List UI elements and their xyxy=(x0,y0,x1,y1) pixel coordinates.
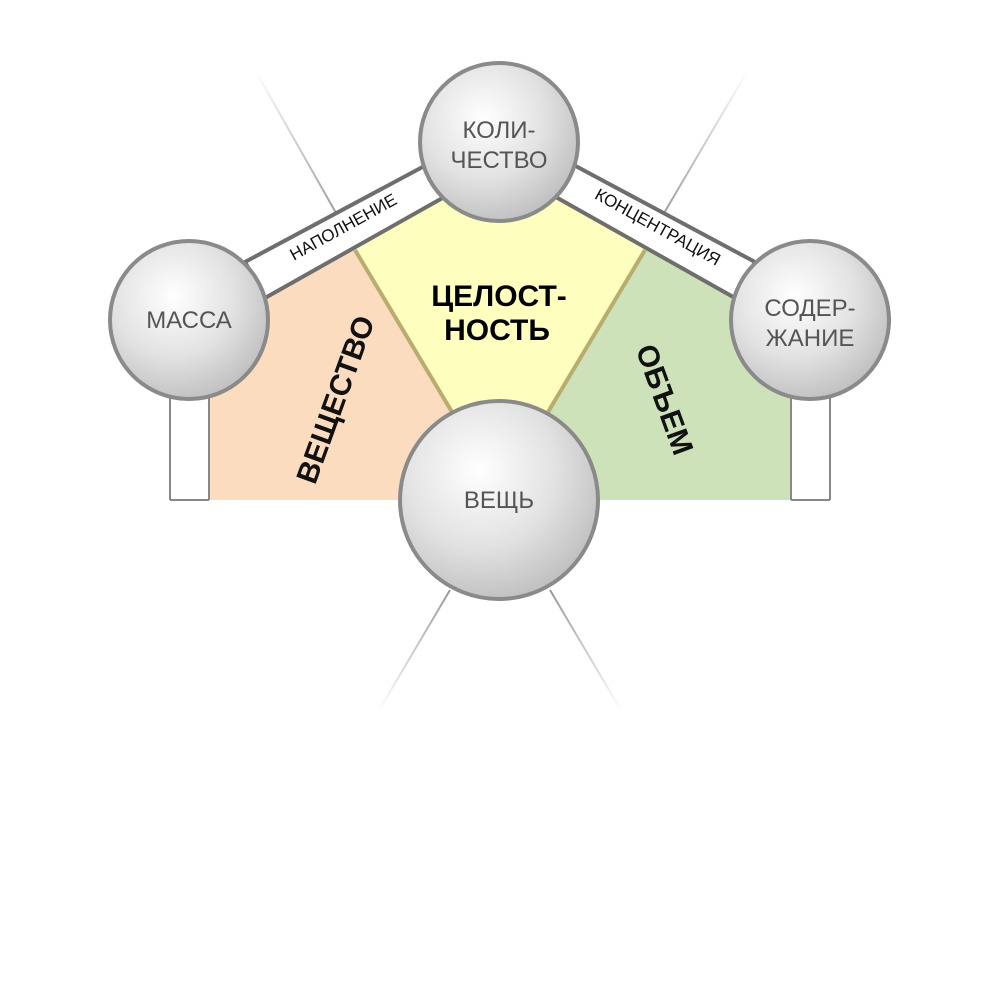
node-top-label-line2: ЧЕСТВО xyxy=(450,147,547,174)
pillars xyxy=(169,395,831,501)
sector-divider-right xyxy=(546,248,647,414)
guide-line-lower-right xyxy=(549,589,623,713)
node-top: КОЛИ- ЧЕСТВО xyxy=(418,61,580,223)
sector-center-label-line1: ЦЕЛОСТ- xyxy=(431,280,567,313)
sector-center-fill xyxy=(355,200,645,412)
node-right-label-line2: ЖАНИЕ xyxy=(766,325,855,352)
node-bottom: ВЕЩЬ xyxy=(398,399,600,601)
node-top-label-line1: КОЛИ- xyxy=(462,117,535,144)
node-bottom-label: ВЕЩЬ xyxy=(464,487,534,514)
guide-line-upper-left xyxy=(254,69,341,221)
node-right-label-line1: СОДЕР- xyxy=(764,295,855,322)
node-right-sphere xyxy=(729,239,891,401)
node-top-sphere xyxy=(418,61,580,223)
sector-divider-left xyxy=(353,248,454,414)
node-left-sphere xyxy=(108,239,270,401)
node-left: МАССА xyxy=(108,239,270,401)
guide-line-upper-right xyxy=(659,69,749,221)
sector-center-label-line2: НОСТЬ xyxy=(444,314,550,347)
guide-line-lower-left xyxy=(377,589,451,713)
node-left-label: МАССА xyxy=(146,307,232,334)
node-right: СОДЕР- ЖАНИЕ xyxy=(729,239,891,401)
node-bottom-sphere xyxy=(398,399,600,601)
